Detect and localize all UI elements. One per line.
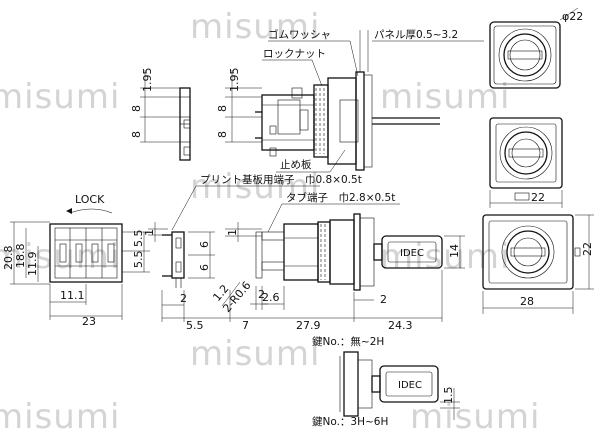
switch-body: [261, 94, 315, 151]
bezel: [355, 71, 365, 171]
knob-circle: [509, 39, 541, 71]
watermark-text: misumi: [190, 167, 320, 207]
label-lock: LOCK: [75, 193, 105, 206]
dim-2: 2: [380, 293, 387, 306]
dim-22-width: 22: [531, 191, 545, 204]
key-head: [379, 365, 439, 403]
dim-8: 8: [130, 105, 143, 112]
dim-1-95: 1.95: [141, 68, 154, 93]
bezel-inner: [493, 25, 557, 85]
watermark-text: misumi: [0, 397, 120, 434]
bezel-inner: [495, 123, 557, 183]
watermark-text: misumi: [410, 397, 540, 434]
key-slot: [508, 148, 544, 158]
dim-20-8: 20.8: [2, 246, 15, 271]
label-tome-ita: 止め板: [280, 158, 312, 171]
front-view-rect: 22 28: [482, 214, 594, 314]
ring-inner: [503, 33, 547, 77]
knob-circle: [513, 237, 543, 267]
label-lock-nut: ロックナット: [263, 48, 326, 60]
ring-outer: [499, 126, 553, 180]
rear-view: LOCK 20.8 18.8 11.9 5.5 5.5 11.1 23: [2, 193, 150, 328]
dim-23: 23: [82, 315, 96, 328]
dim-7: 7: [242, 319, 249, 332]
housing: [327, 77, 357, 165]
dim-1-95: 1.95: [228, 68, 241, 93]
dim-5-5: 5.5: [132, 230, 145, 248]
front-view-round: φ22: [489, 7, 583, 89]
key-slot: [510, 247, 546, 257]
label-gomu-washer: ゴムワッシャ: [268, 28, 331, 41]
dim-6: 6: [198, 241, 211, 248]
ring-outer: [498, 28, 552, 82]
key-slot: [507, 50, 543, 60]
dim-28: 28: [520, 295, 534, 308]
watermark-text: misumi: [0, 77, 120, 117]
key-brand: IDEC: [398, 380, 422, 391]
dim-24-3: 24.3: [388, 319, 413, 332]
bezel: [353, 213, 361, 291]
dim-18-8: 18.8: [14, 244, 27, 269]
dim-11-9: 11.9: [26, 252, 39, 277]
housing: [329, 219, 355, 285]
knob-circle: [511, 138, 541, 168]
ring-outer: [501, 225, 555, 279]
label-key-3h: 鍵No.：3H~6H: [312, 415, 388, 428]
bezel-outline: [489, 117, 563, 189]
terminal-block: [171, 231, 185, 279]
bezel: [343, 351, 359, 417]
front-view-square: 22: [489, 117, 563, 208]
dim-2: 2: [258, 288, 265, 301]
watermark-text: misumi: [190, 334, 320, 374]
watermark-text: misumi: [380, 237, 510, 277]
dim-8: 8: [130, 131, 143, 138]
dim-22-height: 22: [581, 242, 594, 256]
label-panel-thickness: パネル厚0.5~3.2: [374, 29, 458, 41]
label-key-none: 鍵No.：無~2H: [312, 335, 384, 348]
key-brand: IDEC: [400, 248, 424, 259]
bezel-outline: [489, 21, 561, 89]
dim-1-5: 1.5: [442, 387, 455, 405]
label-print-terminal: プリント基板用端子 巾0.8×0.5t: [200, 173, 362, 186]
leader-line: [559, 7, 579, 21]
lock-arrow: [69, 208, 113, 214]
side-view-top: 1.95 8 8 1.95 8 8: [130, 28, 484, 173]
watermark-text: misumi: [190, 7, 320, 47]
ring-inner: [504, 131, 548, 175]
dim-11-1: 11.1: [60, 289, 85, 302]
key-detail-3h: IDEC 1.5 鍵No.：3H~6H: [312, 351, 460, 428]
dim-8: 8: [216, 131, 229, 138]
dim-2-6: 2.6: [262, 291, 280, 304]
dim-6: 6: [198, 264, 211, 271]
switch-body: [283, 223, 319, 281]
dim-2: 2: [180, 292, 187, 305]
dim-phi22: φ22: [562, 10, 583, 23]
dim-1: 1: [226, 229, 239, 236]
tab-mark: [514, 192, 530, 201]
rear-body: [49, 223, 123, 283]
ring-inner: [506, 230, 550, 274]
watermark-text: misumi: [380, 77, 510, 117]
side-tab: [574, 247, 581, 257]
watermark-layer: misumi misumi misumi misumi misumi misum…: [0, 7, 540, 434]
label-tab-terminal: タブ端子 巾2.8×0.5t: [286, 191, 395, 204]
dim-27-9: 27.9: [296, 319, 321, 332]
dim-5-5: 5.5: [186, 319, 204, 332]
dim-5-5: 5.5: [132, 251, 145, 269]
dim-1: 1: [143, 229, 156, 236]
dim-14: 14: [448, 244, 461, 258]
bezel-inner: [488, 220, 568, 284]
lock-nut: [317, 221, 331, 283]
bezel-outline: [482, 214, 574, 290]
key-head: [381, 235, 443, 269]
dim-8: 8: [216, 105, 229, 112]
